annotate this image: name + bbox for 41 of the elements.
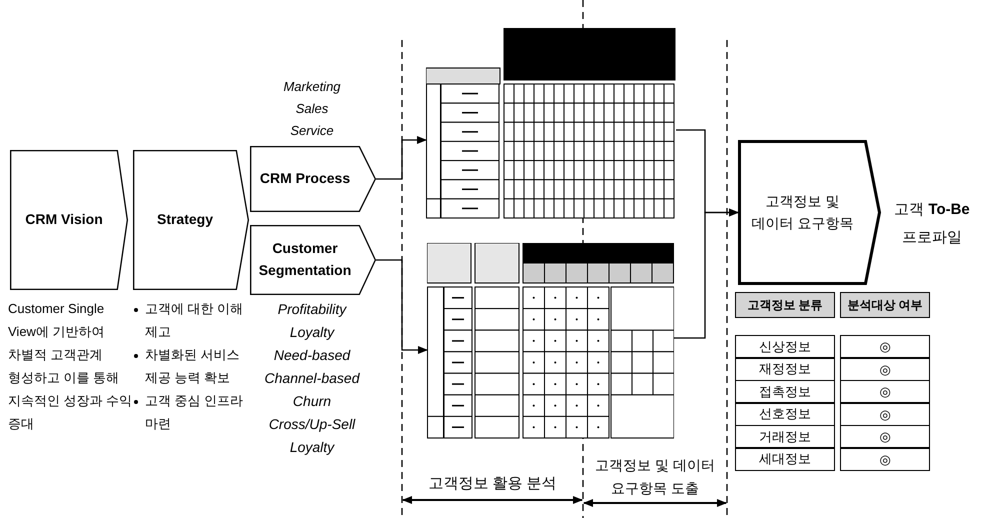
category-text: Marketing: [282, 78, 342, 96]
chevron-box: 고객정보 및 데이터 요구항목: [738, 140, 881, 285]
table-header-cell: 분석대상 여부: [840, 292, 930, 318]
chevron-box: Strategy: [133, 150, 249, 290]
table-header-cell: 고객정보 분류: [735, 292, 835, 318]
table-cell: 신상정보: [735, 335, 835, 358]
profile-title: 고객 To-Be 프로파일: [893, 200, 971, 248]
table-cell: ◎: [840, 448, 930, 470]
connector-arrow: [376, 259, 428, 354]
table-cell: 접촉정보: [735, 380, 835, 403]
chevron-box: CRM Vision: [10, 150, 128, 290]
section-caption: 고객정보 활용 분석: [427, 474, 558, 494]
bullet-item: 차별화된 서비스 제공 능력 확보: [134, 343, 246, 389]
table-cell: ◎: [840, 335, 930, 358]
table-cell: 재정정보: [735, 358, 835, 380]
bullet-item: 고객에 대한 이해 제고: [134, 297, 246, 343]
table-cell: 거래정보: [735, 425, 835, 448]
chevron-box: Customer Segmentation: [250, 225, 376, 295]
table-cell: 선호정보: [735, 402, 835, 426]
category-text: Profitability: [276, 300, 348, 319]
category-text: Loyalty: [288, 323, 336, 342]
connector-arrow: [674, 208, 739, 339]
table-cell: ◎: [840, 402, 930, 426]
table-cell: ◎: [840, 380, 930, 403]
category-text: Channel-based: [264, 369, 361, 388]
category-text: Loyalty: [288, 438, 336, 457]
matrix-table-drawing: [426, 28, 676, 219]
bullet-item: 고객 중심 인프라 마련: [134, 389, 246, 435]
category-text: Churn: [292, 392, 332, 411]
category-text: Cross/Up-Sell: [268, 415, 356, 434]
table-cell: ◎: [840, 425, 930, 448]
matrix-table-drawing: [427, 243, 674, 439]
connector-arrow: [376, 136, 427, 180]
table-cell: 세대정보: [735, 448, 835, 470]
category-text: Need-based: [272, 346, 352, 365]
section-caption: 고객정보 및 데이터 요구항목 도출: [594, 456, 716, 498]
table-cell: ◎: [840, 358, 930, 380]
chevron-box: CRM Process: [250, 146, 376, 212]
description-text: Customer Single View에 기반하여 차별적 고객관계 형성하고 이를 통해 지속적인 성장과 수익 증대: [8, 300, 134, 433]
category-text: Service: [289, 122, 335, 140]
category-text: Sales: [294, 100, 330, 118]
